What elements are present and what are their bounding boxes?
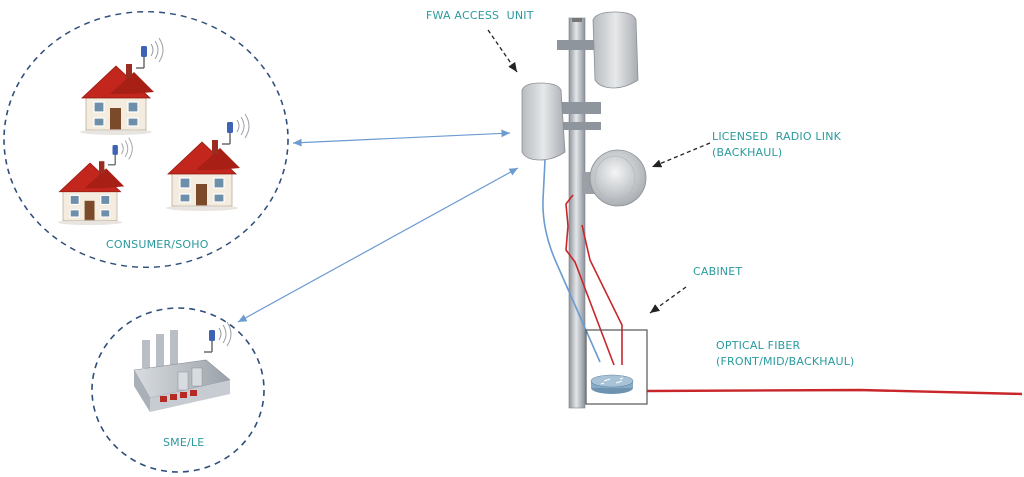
optical-fiber-label: OPTICAL FIBER <box>716 339 801 352</box>
microwave-dish <box>582 149 647 207</box>
house-top <box>79 37 164 136</box>
pole-assembly <box>521 11 648 409</box>
sme-link-arrow <box>237 167 519 323</box>
fiber-cable-blue <box>542 159 601 363</box>
pole <box>568 17 586 409</box>
sme-le-label: SME/LE <box>163 436 204 449</box>
sme-circle <box>91 307 265 473</box>
cabinet-pointer-arrow <box>649 286 687 314</box>
sme-le-group: SME/LE <box>91 307 265 473</box>
house-right <box>165 113 250 212</box>
router-icon <box>590 374 634 394</box>
consumer-soho-group: CONSUMER/SOHO <box>3 10 289 269</box>
fwa-pointer-arrow <box>487 29 518 73</box>
factory-icon <box>133 321 232 412</box>
consumer-circle <box>3 10 289 269</box>
fiber-cable-red-2 <box>581 224 623 365</box>
licensed-radio-link-backhaul-label: (BACKHAUL) <box>712 146 782 159</box>
consumer-link-arrow <box>292 129 511 147</box>
fwa-access-unit <box>521 82 601 161</box>
cabinet-label: CABINET <box>693 265 742 278</box>
cabinet-box <box>585 329 648 405</box>
fwa-access-unit-label: FWA ACCESS UNIT <box>426 9 534 22</box>
radio-link-pointer-arrow <box>651 142 711 168</box>
licensed-radio-link-label: LICENSED RADIO LINK <box>712 130 842 143</box>
fiber-cable-red-1 <box>565 194 615 366</box>
house-left <box>57 137 133 226</box>
optical-fiber-line <box>646 388 1023 396</box>
consumer-soho-label: CONSUMER/SOHO <box>106 238 209 251</box>
top-access-unit <box>557 11 639 89</box>
optical-fiber-sub-label: (FRONT/MID/BACKHAUL) <box>716 355 855 368</box>
